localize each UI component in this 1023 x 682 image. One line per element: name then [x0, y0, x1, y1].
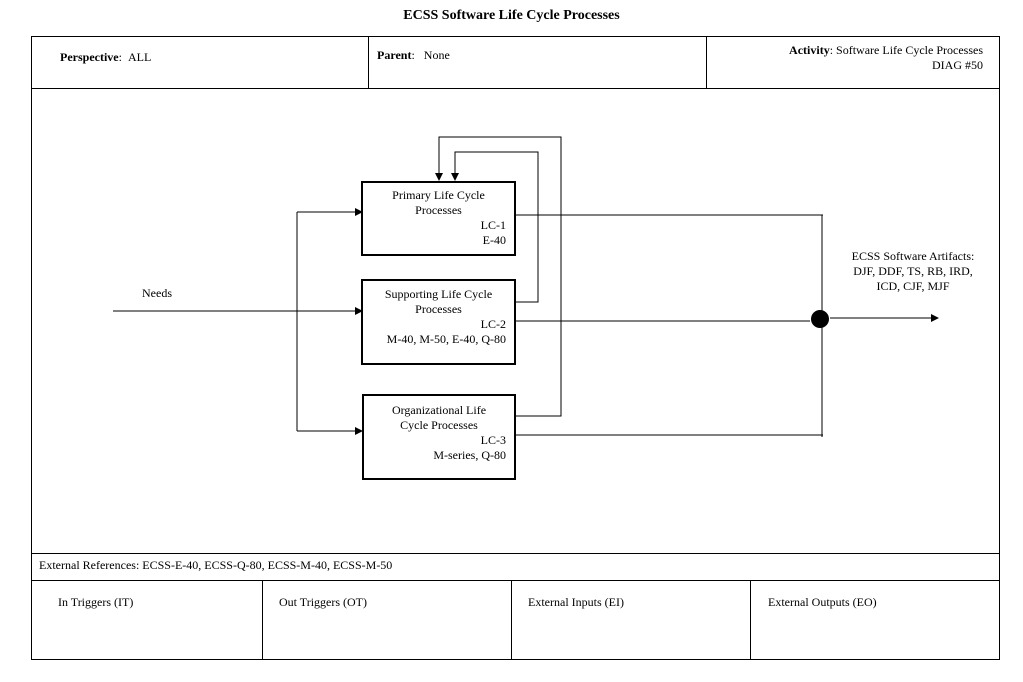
lc2-refs: M-40, M-50, E-40, Q-80 [386, 332, 506, 346]
in-triggers-label: In Triggers (IT) [58, 595, 134, 609]
junction-dot [811, 310, 829, 328]
external-references: External References: ECSS-E-40, ECSS-Q-8… [39, 558, 393, 572]
lc1-refs: E-40 [482, 233, 506, 247]
feedback-lc2-to-lc1 [451, 151, 539, 303]
external-outputs-label: External Outputs (EO) [768, 595, 877, 609]
artifacts-title: ECSS Software Artifacts: [851, 249, 975, 263]
process-box-lc2: Supporting Life Cycle Processes LC-2 M-4… [361, 279, 516, 365]
triggers-divider-3 [750, 580, 751, 660]
diag-number: DIAG #50 [932, 58, 983, 72]
parent-label: Parent [377, 48, 412, 62]
perspective-label: Perspective [60, 50, 119, 64]
header-divider-1 [368, 36, 369, 89]
process-box-lc1: Primary Life Cycle Processes LC-1 E-40 [361, 181, 516, 256]
lc2-title-line1: Supporting Life Cycle [384, 287, 493, 301]
lc3-code: LC-3 [480, 433, 506, 447]
lc2-code: LC-2 [480, 317, 506, 331]
artifacts-line3: ICD, CJF, MJF [876, 279, 950, 293]
lc1-title-line2: Processes [415, 203, 462, 217]
triggers-row [31, 580, 1000, 660]
feedback-lc3-to-lc1 [435, 136, 562, 417]
parent-value: None [423, 48, 450, 62]
lc1-title-line1: Primary Life Cycle [392, 188, 485, 202]
activity-field: Activity: Software Life Cycle Processes … [789, 43, 983, 72]
lc3-refs: M-series, Q-80 [433, 448, 506, 462]
artifacts-label: ECSS Software Artifacts: DJF, DDF, TS, R… [838, 249, 988, 294]
needs-label: Needs [142, 286, 172, 300]
parent-field: Parent: None [377, 48, 450, 62]
perspective-value: ALL [127, 50, 152, 64]
triggers-divider-2 [511, 580, 512, 660]
diagram-title: ECSS Software Life Cycle Processes [403, 8, 620, 23]
external-inputs-label: External Inputs (EI) [528, 595, 624, 609]
triggers-divider-1 [262, 580, 263, 660]
lc2-title-line2: Processes [415, 302, 462, 316]
activity-value: Software Life Cycle Processes [836, 43, 983, 57]
artifacts-line2: DJF, DDF, TS, RB, IRD, [853, 264, 973, 278]
header-divider-2 [706, 36, 707, 89]
perspective-field: Perspective: ALL [60, 50, 152, 64]
process-box-lc3: Organizational Life Cycle Processes LC-3… [362, 394, 516, 480]
lc1-code: LC-1 [480, 218, 506, 232]
lc3-title-line2: Cycle Processes [400, 418, 478, 432]
out-triggers-label: Out Triggers (OT) [279, 595, 368, 609]
activity-label: Activity [789, 43, 830, 57]
lc3-title-line1: Organizational Life [391, 403, 487, 417]
